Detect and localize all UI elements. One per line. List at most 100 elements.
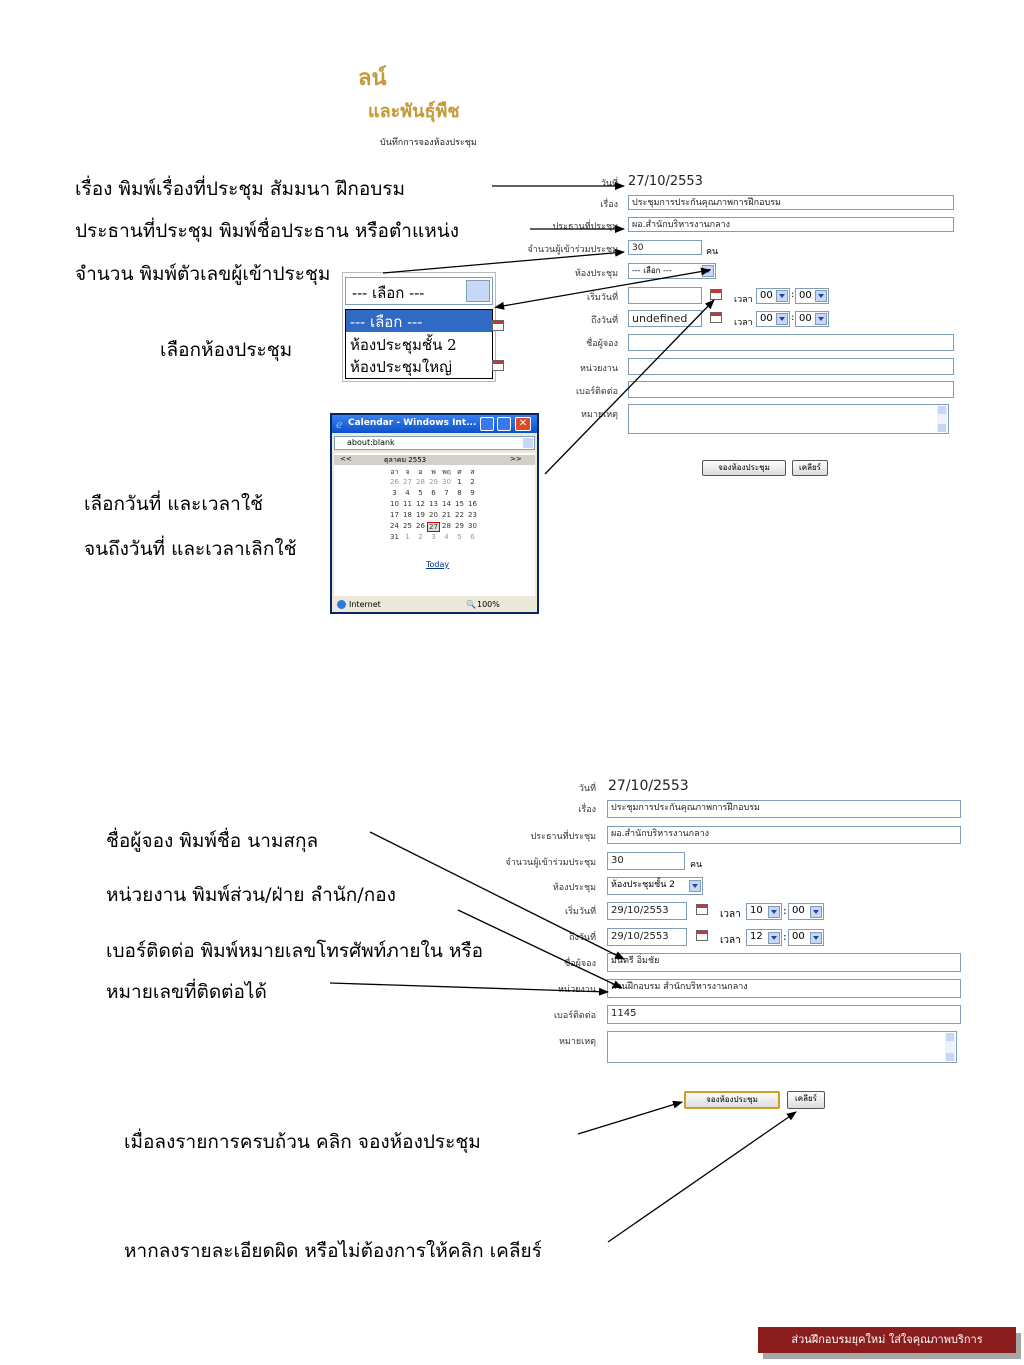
- chair-input[interactable]: ผอ.สำนักบริหารงานกลาง: [628, 217, 954, 232]
- calendar-icon[interactable]: [710, 312, 722, 323]
- room-option-floor2[interactable]: ห้องประชุมชั้น 2: [350, 336, 457, 354]
- calendar-day[interactable]: 3: [392, 489, 397, 497]
- calendar-day[interactable]: 5: [418, 489, 423, 497]
- calendar-day[interactable]: 17: [390, 511, 399, 519]
- subject-input[interactable]: ประชุมการประกันคุณภาพการฝึกอบรม: [628, 195, 954, 210]
- calendar-icon[interactable]: [696, 930, 708, 941]
- calendar-day[interactable]: 29: [429, 478, 438, 486]
- calendar-day[interactable]: 28: [442, 522, 451, 530]
- calendar-day[interactable]: 7: [444, 489, 449, 497]
- calendar-day[interactable]: 28: [416, 478, 425, 486]
- zoom-level[interactable]: 100%: [477, 600, 500, 609]
- clear-button[interactable]: เคลียร์: [787, 1091, 825, 1109]
- room-select[interactable]: ห้องประชุมชั้น 2: [607, 877, 703, 895]
- calendar-icon[interactable]: [696, 904, 708, 915]
- start-date-input[interactable]: 29/10/2553: [607, 902, 687, 920]
- calendar-day[interactable]: 2: [418, 533, 423, 541]
- next-month-button[interactable]: >>: [510, 455, 522, 463]
- calendar-day[interactable]: 24: [390, 522, 399, 530]
- calendar-day[interactable]: 23: [468, 511, 477, 519]
- book-room-button[interactable]: จองห้องประชุม: [684, 1091, 780, 1109]
- chevron-down-icon[interactable]: [523, 438, 533, 448]
- prev-month-button[interactable]: <<: [340, 455, 352, 463]
- note-phone-2: หมายเลขที่ติดต่อได้: [106, 981, 267, 1003]
- calendar-day[interactable]: 10: [390, 500, 399, 508]
- booker-input[interactable]: [628, 334, 954, 351]
- calendar-day[interactable]: 6: [470, 533, 475, 541]
- room-option-none[interactable]: --- เลือก ---: [346, 310, 492, 332]
- address-bar[interactable]: about:blank: [334, 436, 535, 450]
- calendar-day[interactable]: 8: [457, 489, 462, 497]
- unit-input[interactable]: [628, 358, 954, 375]
- end-date-input[interactable]: undefined: [628, 310, 702, 327]
- end-minute-select[interactable]: 00: [788, 929, 824, 946]
- calendar-day[interactable]: 20: [429, 511, 438, 519]
- calendar-day[interactable]: 1: [405, 533, 410, 541]
- calendar-day[interactable]: 12: [416, 500, 425, 508]
- calendar-day[interactable]: 26: [416, 522, 425, 530]
- calendar-day[interactable]: 27: [403, 478, 412, 486]
- attendees-input[interactable]: 30: [607, 852, 685, 870]
- minimize-icon[interactable]: [480, 417, 494, 431]
- calendar-day[interactable]: 25: [403, 522, 412, 530]
- calendar-day[interactable]: 21: [442, 511, 451, 519]
- room-dropdown-closed[interactable]: --- เลือก ---: [345, 277, 493, 305]
- calendar-day[interactable]: 4: [405, 489, 410, 497]
- room-option-main[interactable]: ห้องประชุมใหญ่: [350, 358, 452, 376]
- calendar-day[interactable]: 14: [442, 500, 451, 508]
- phone-input[interactable]: [628, 381, 954, 398]
- scrollbar[interactable]: [945, 1033, 955, 1061]
- calendar-day[interactable]: 30: [468, 522, 477, 530]
- calendar-day[interactable]: 13: [429, 500, 438, 508]
- end-hour-select[interactable]: 12: [746, 929, 782, 946]
- calendar-day[interactable]: 3: [431, 533, 436, 541]
- calendar-day[interactable]: 30: [442, 478, 451, 486]
- calendar-day[interactable]: 22: [455, 511, 464, 519]
- close-icon[interactable]: ✕: [515, 417, 531, 431]
- arrow-booker: [369, 831, 625, 960]
- start-minute-select[interactable]: 00: [788, 903, 824, 920]
- phone-input[interactable]: 1145: [607, 1005, 961, 1024]
- remark-textarea[interactable]: [628, 404, 949, 434]
- start-minute-select[interactable]: 00: [795, 288, 829, 304]
- start-hour-select[interactable]: 10: [746, 903, 782, 920]
- calendar-day[interactable]: 5: [457, 533, 462, 541]
- calendar-day[interactable]: 26: [390, 478, 399, 486]
- end-minute-select[interactable]: 00: [795, 311, 829, 327]
- scrollbar[interactable]: [937, 406, 947, 432]
- label-room: ห้องประชุม: [552, 883, 596, 893]
- note-unit: หน่วยงาน พิมพ์ส่วน/ฝ่าย ลำนัก/กอง: [106, 884, 396, 906]
- weekday-label: อ: [418, 468, 423, 476]
- clear-button[interactable]: เคลียร์: [792, 460, 828, 476]
- calendar-day[interactable]: 1: [457, 478, 462, 486]
- calendar-day[interactable]: 4: [444, 533, 449, 541]
- calendar-day[interactable]: 31: [390, 533, 399, 541]
- maximize-icon[interactable]: [497, 417, 511, 431]
- calendar-day[interactable]: 18: [403, 511, 412, 519]
- calendar-day[interactable]: 9: [470, 489, 475, 497]
- label-chair: ประธานที่ประชุม: [552, 222, 618, 232]
- end-date-input[interactable]: 29/10/2553: [607, 928, 687, 946]
- calendar-day[interactable]: 11: [403, 500, 412, 508]
- calendar-day[interactable]: 16: [468, 500, 477, 508]
- book-room-button[interactable]: จองห้องประชุม: [702, 460, 786, 476]
- chevron-down-icon[interactable]: [466, 280, 490, 302]
- attendees-input[interactable]: 30: [628, 240, 702, 255]
- window-titlebar[interactable]: ℯ Calendar - Windows Int... ✕: [332, 415, 537, 433]
- calendar-day[interactable]: 29: [455, 522, 464, 530]
- booker-input[interactable]: มนตรี อิ่มชัย: [607, 953, 961, 972]
- subject-input[interactable]: ประชุมการประกันคุณภาพการฝึกอบรม: [607, 800, 961, 818]
- calendar-day[interactable]: 27: [427, 522, 440, 532]
- remark-textarea[interactable]: [607, 1031, 957, 1063]
- calendar-day[interactable]: 19: [416, 511, 425, 519]
- end-hour-select[interactable]: 00: [756, 311, 790, 327]
- calendar-day[interactable]: 15: [455, 500, 464, 508]
- start-hour-select[interactable]: 00: [756, 288, 790, 304]
- weekday-label: อา: [390, 468, 399, 476]
- today-link[interactable]: Today: [426, 560, 450, 569]
- calendar-day[interactable]: 6: [431, 489, 436, 497]
- arrow-unit: [457, 909, 623, 989]
- calendar-day[interactable]: 2: [470, 478, 475, 486]
- chair-input[interactable]: ผอ.สำนักบริหารงานกลาง: [607, 826, 961, 844]
